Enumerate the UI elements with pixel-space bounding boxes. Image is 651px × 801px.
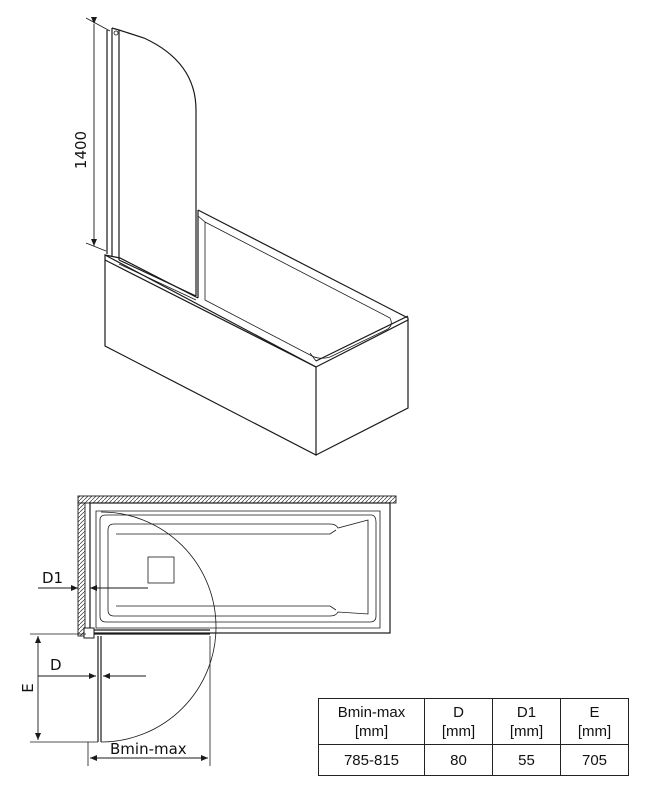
header-d: D [mm] <box>424 698 493 745</box>
bath-screen-panel <box>106 27 197 301</box>
d-dimension: D <box>38 656 146 679</box>
wall-left <box>77 502 86 637</box>
bminmax-label: Bmin-max <box>110 740 187 758</box>
d1-dimension: D1 <box>38 569 148 591</box>
bath-front-panel <box>104 254 317 456</box>
cell-bminmax: 785-815 <box>318 744 425 776</box>
wall-top <box>77 495 397 504</box>
spec-table-header-row: Bmin-max [mm] D [mm] D1 [mm] E [mm] <box>318 698 629 745</box>
e-dimension: E <box>19 633 98 743</box>
plan-bath <box>89 502 391 634</box>
height-dimension: 1400 <box>72 17 111 252</box>
header-e: E [mm] <box>560 698 629 745</box>
cell-d: 80 <box>424 744 493 776</box>
bminmax-dimension: Bmin-max <box>87 636 211 766</box>
e-label: E <box>19 683 37 692</box>
plan-view: D1 D E Bmin-max <box>19 495 397 766</box>
plan-screen <box>83 511 217 743</box>
height-dimension-label: 1400 <box>72 131 90 169</box>
cell-e: 705 <box>560 744 629 776</box>
header-d1: D1 [mm] <box>492 698 561 745</box>
perspective-view: 1400 <box>72 17 409 456</box>
d-label: D <box>50 656 62 674</box>
bath-side-panel <box>315 319 409 456</box>
header-bminmax: Bmin-max [mm] <box>318 698 425 745</box>
cell-d1: 55 <box>492 744 561 776</box>
drain <box>147 556 175 584</box>
spec-table: Bmin-max [mm] D [mm] D1 [mm] E [mm] 785-… <box>318 698 629 776</box>
d1-label: D1 <box>42 569 63 587</box>
table-row: 785-815 80 55 705 <box>318 744 629 776</box>
